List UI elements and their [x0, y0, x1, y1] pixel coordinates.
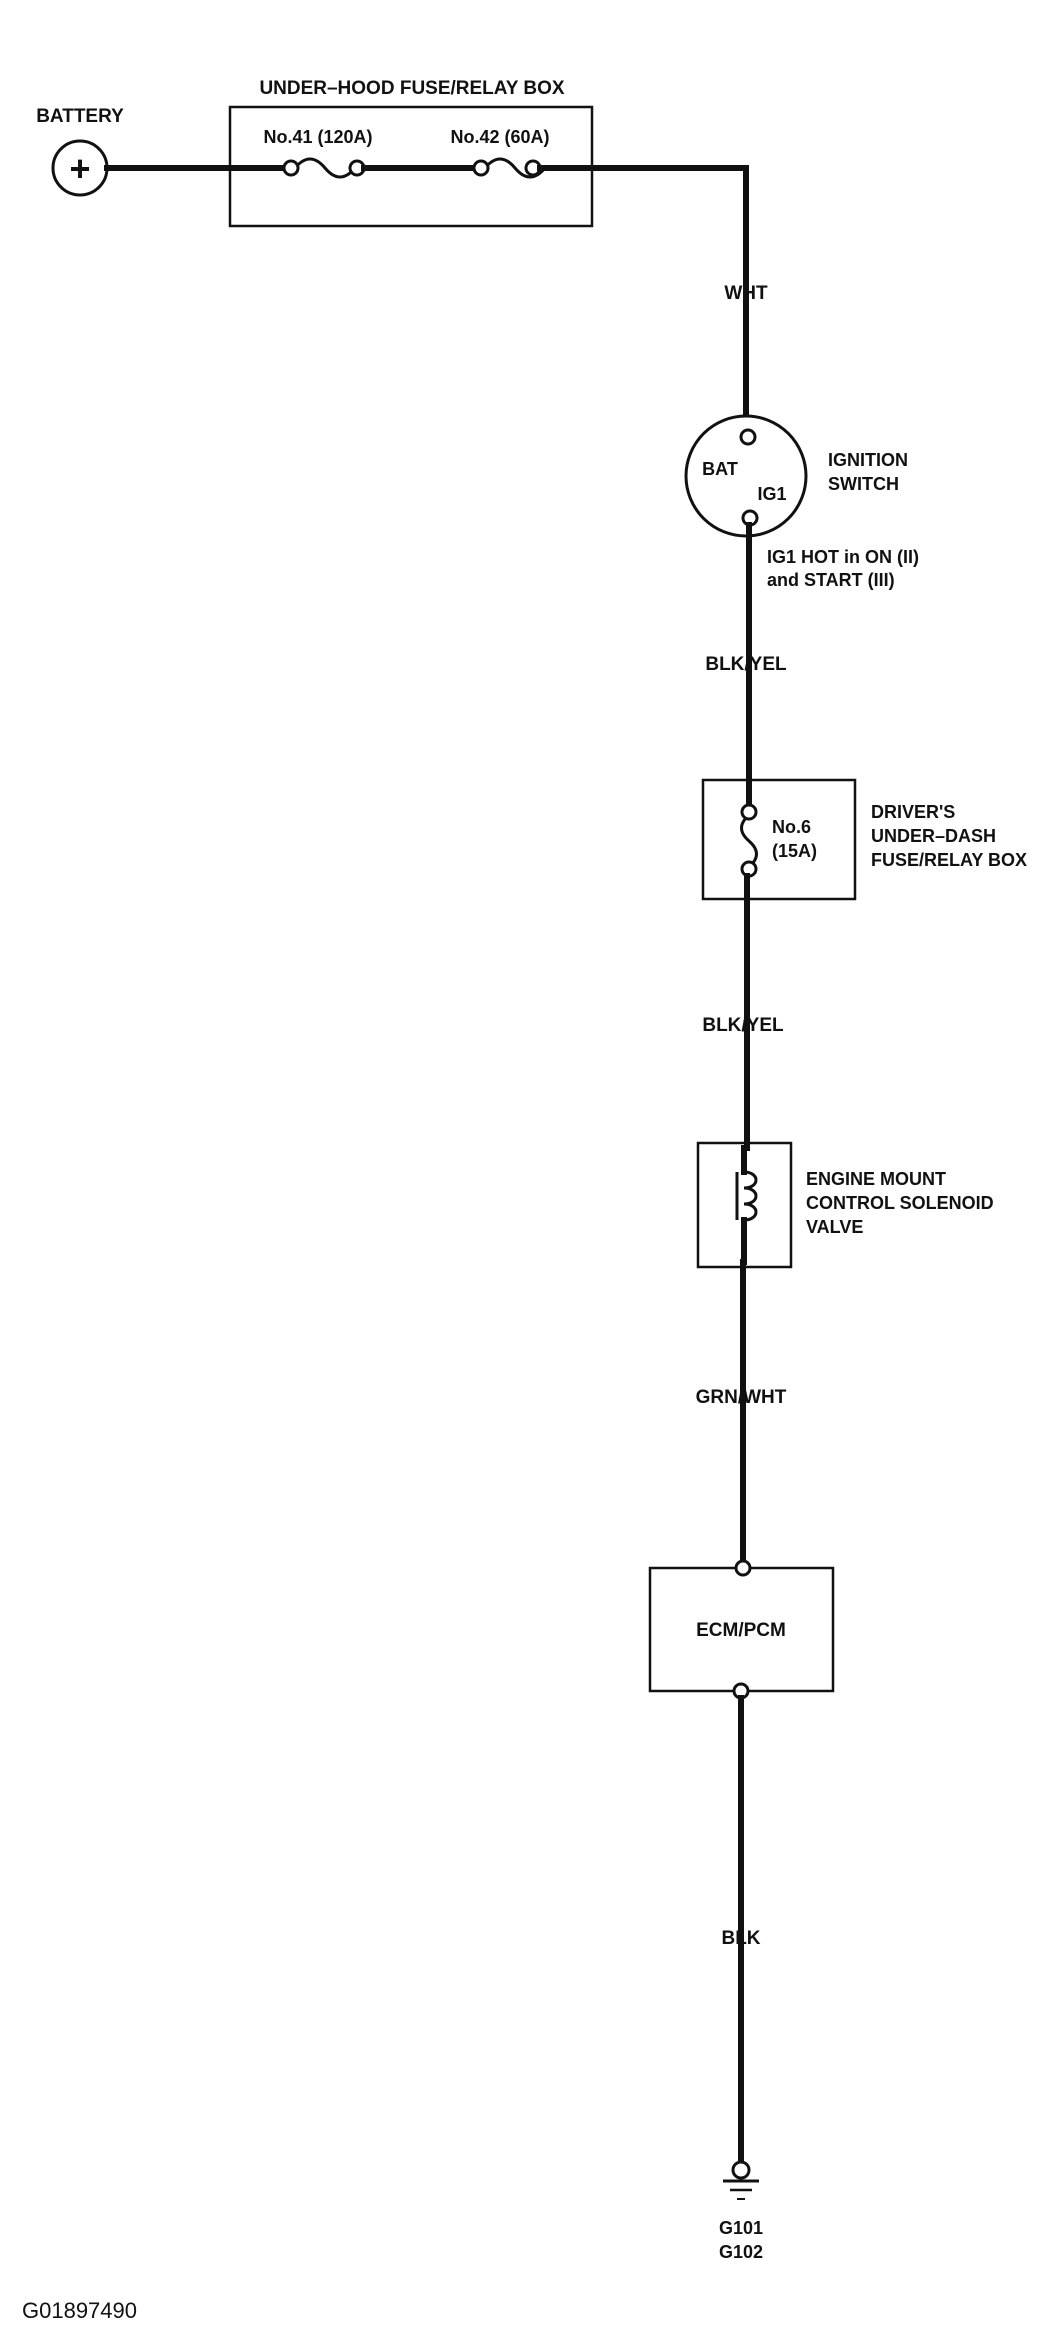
fuse-6-label-1: No.6: [772, 817, 811, 837]
ground-icon: [723, 2160, 759, 2200]
figure-id: G01897490: [22, 2298, 137, 2323]
solenoid-coil-icon: [735, 1145, 758, 1265]
ignition-note-2: and START (III): [767, 570, 895, 590]
wire-label-blk-yel-2: BLK/YEL: [702, 1015, 784, 1036]
wire-label-wht: WHT: [724, 283, 768, 304]
ecm-pcm-label: ECM/PCM: [696, 1620, 786, 1641]
ignition-switch-label-2: SWITCH: [828, 474, 899, 494]
fuse-41-symbol: [282, 157, 366, 179]
dash-box-label-3: FUSE/RELAY BOX: [871, 850, 1027, 870]
wire-label-blk: BLK: [721, 1928, 760, 1949]
fuse-41-label: No.41 (120A): [263, 127, 372, 147]
wire-label-grn-wht: GRN/WHT: [696, 1387, 787, 1408]
ecm-pcm-box: [648, 1566, 835, 1693]
ignition-bat-terminal: [739, 428, 757, 446]
fuse-6-symbol: [740, 803, 758, 878]
ecm-top-terminal: [734, 1559, 752, 1577]
battery-label: BATTERY: [36, 106, 124, 127]
ignition-ig1-label: IG1: [757, 484, 786, 504]
dash-box-label-1: DRIVER'S: [871, 802, 955, 822]
battery-plus-icon: +: [69, 148, 90, 189]
ignition-bat-label: BAT: [702, 459, 738, 479]
wire-label-blk-yel-1: BLK/YEL: [705, 654, 787, 675]
underhood-box-title: UNDER–HOOD FUSE/RELAY BOX: [259, 78, 564, 99]
solenoid-label-3: VALVE: [806, 1217, 863, 1237]
wire-wht: [537, 165, 749, 433]
solenoid-label-1: ENGINE MOUNT: [806, 1169, 946, 1189]
ground-label-1: G101: [719, 2218, 763, 2238]
solenoid-label-2: CONTROL SOLENOID: [806, 1193, 994, 1213]
ignition-switch-label-1: IGNITION: [828, 450, 908, 470]
ground-label-2: G102: [719, 2242, 763, 2262]
ignition-note-1: IG1 HOT in ON (II): [767, 547, 919, 567]
dash-box-label-2: UNDER–DASH: [871, 826, 996, 846]
fuse-6-label-2: (15A): [772, 841, 817, 861]
fuse-42-symbol: [472, 157, 547, 179]
dash-fuse-box: [701, 778, 857, 901]
fuse-42-label: No.42 (60A): [450, 127, 549, 147]
